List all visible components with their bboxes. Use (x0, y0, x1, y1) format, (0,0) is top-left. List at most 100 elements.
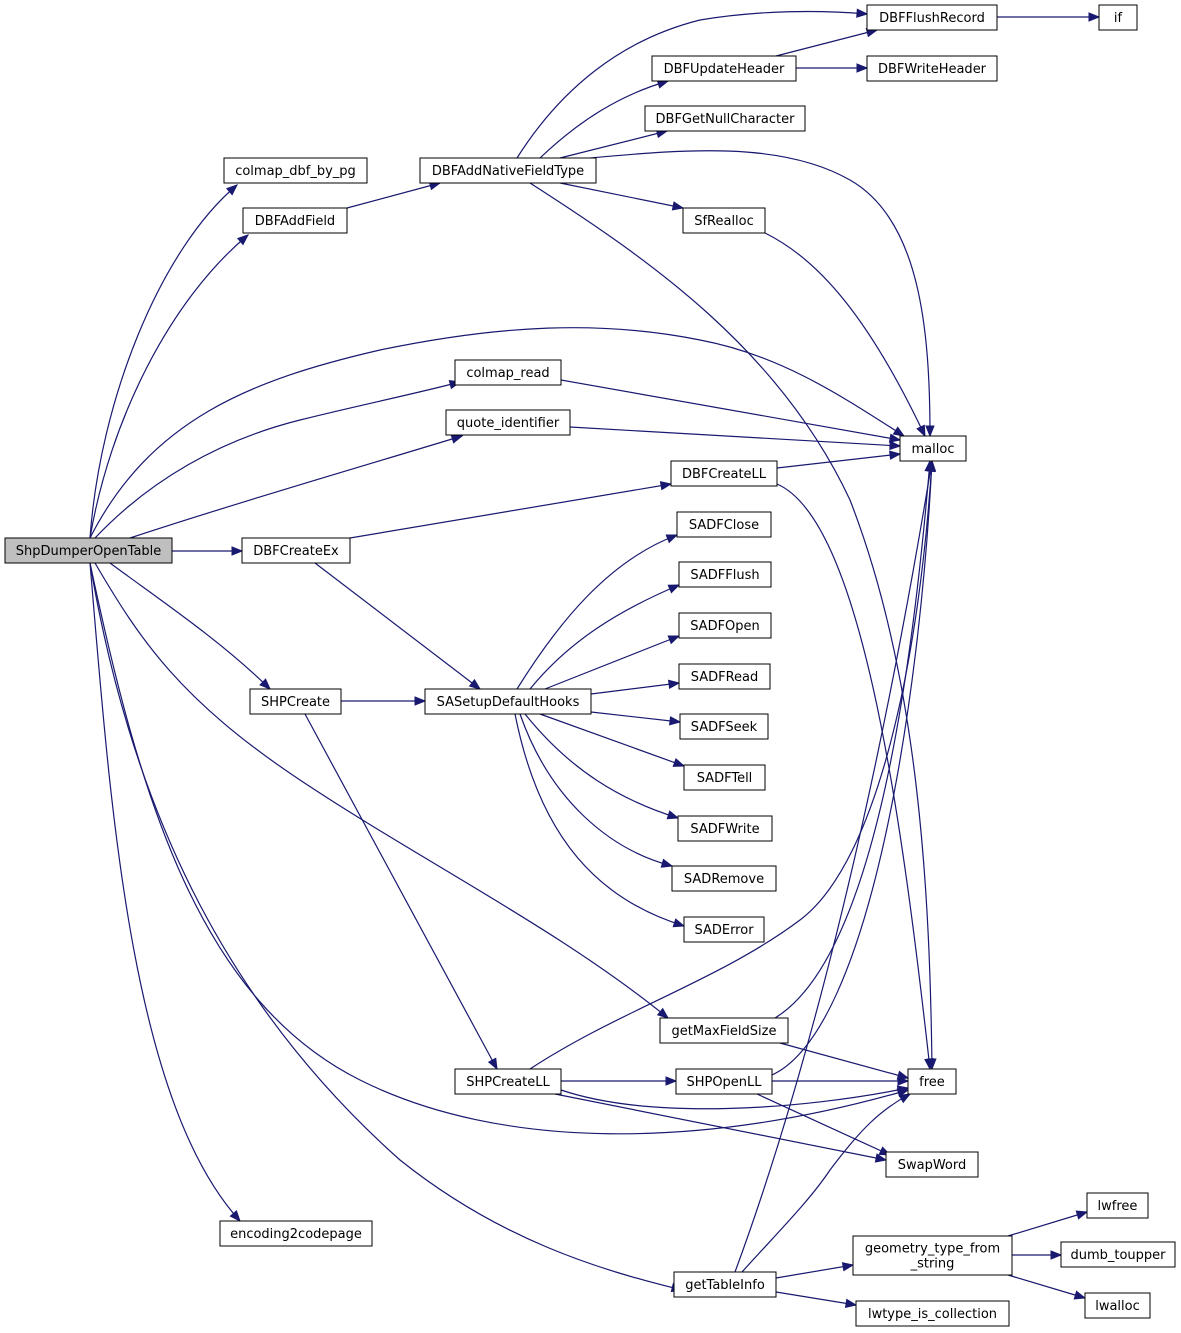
node-box[interactable] (683, 916, 765, 943)
node-colmap_dbf_by_pg[interactable]: colmap_dbf_by_pg (223, 157, 368, 184)
node-SHPOpenLL[interactable]: SHPOpenLL (675, 1068, 773, 1095)
node-box[interactable] (679, 713, 769, 740)
node-box[interactable] (675, 1068, 773, 1095)
node-SADFOpen[interactable]: SADFOpen (678, 612, 772, 639)
edge-line (590, 711, 681, 723)
edge-arrowhead (660, 858, 674, 868)
edge-line (554, 1093, 887, 1161)
node-box[interactable] (644, 105, 806, 132)
edge-arrowhead (468, 678, 482, 690)
edge-line (519, 713, 673, 867)
node-ShpDumperOpenTable[interactable]: ShpDumperOpenTable (4, 537, 173, 564)
node-quote_identifier[interactable]: quote_identifier (445, 409, 571, 436)
edge-ShpDumperOpenTable-to-getTableInfo (89, 562, 684, 1293)
node-SADFFlush[interactable]: SADFFlush (678, 561, 772, 588)
edge-arrowhead (896, 1085, 910, 1095)
node-DBFCreateLL[interactable]: DBFCreateLL (670, 460, 778, 487)
node-box[interactable] (678, 612, 772, 639)
node-box[interactable] (678, 663, 771, 690)
node-geometry_type_from_string[interactable]: geometry_type_from_string (852, 1235, 1013, 1276)
node-free[interactable]: free (907, 1068, 957, 1095)
edge-arrowhead (925, 425, 935, 438)
node-box[interactable] (419, 157, 597, 184)
node-box[interactable] (219, 1220, 373, 1247)
edge-line (1007, 1274, 1086, 1299)
node-box[interactable] (899, 435, 967, 462)
node-lwalloc[interactable]: lwalloc (1084, 1292, 1151, 1319)
node-box[interactable] (1098, 4, 1138, 31)
node-getMaxFieldSize[interactable]: getMaxFieldSize (659, 1017, 789, 1044)
node-DBFCreateEx[interactable]: DBFCreateEx (241, 537, 351, 564)
node-DBFUpdateHeader[interactable]: DBFUpdateHeader (651, 55, 797, 82)
node-box[interactable] (1060, 1241, 1176, 1268)
node-DBFWriteHeader[interactable]: DBFWriteHeader (866, 55, 998, 82)
node-box[interactable] (866, 4, 998, 31)
node-colmap_read[interactable]: colmap_read (454, 359, 562, 386)
node-SHPCreateLL[interactable]: SHPCreateLL (454, 1068, 562, 1095)
node-box[interactable] (424, 688, 592, 715)
node-box[interactable] (885, 1151, 979, 1178)
node-box[interactable] (4, 537, 173, 564)
node-SASetupDefaultHooks[interactable]: SASetupDefaultHooks (424, 688, 592, 715)
node-SADRemove[interactable]: SADRemove (671, 865, 777, 892)
node-box[interactable] (676, 511, 772, 538)
node-label: SHPOpenLL (686, 1075, 762, 1090)
node-box[interactable] (1084, 1292, 1151, 1319)
node-box[interactable] (651, 55, 797, 82)
node-box[interactable] (241, 537, 351, 564)
node-label: malloc (912, 442, 955, 457)
node-box[interactable] (223, 157, 368, 184)
node-malloc[interactable]: malloc (899, 435, 967, 462)
node-lwfree[interactable]: lwfree (1086, 1192, 1149, 1219)
node-box[interactable] (683, 764, 766, 791)
node-box[interactable] (677, 815, 773, 842)
edge-arrowhead (856, 63, 869, 73)
node-box[interactable] (445, 409, 571, 436)
node-box[interactable] (1086, 1192, 1149, 1219)
node-box[interactable] (242, 207, 348, 234)
node-encoding2codepage[interactable]: encoding2codepage (219, 1220, 373, 1247)
node-SADFSeek[interactable]: SADFSeek (679, 713, 769, 740)
edge-getMaxFieldSize-to-free (779, 1042, 910, 1080)
node-box[interactable] (659, 1017, 789, 1044)
node-SADFRead[interactable]: SADFRead (678, 663, 771, 690)
node-SHPCreate[interactable]: SHPCreate (249, 688, 342, 715)
node-SADFTell[interactable]: SADFTell (683, 764, 766, 791)
node-box[interactable] (682, 207, 766, 234)
node-SADFWrite[interactable]: SADFWrite (677, 815, 773, 842)
node-getTableInfo[interactable]: getTableInfo (673, 1271, 777, 1298)
node-SwapWord[interactable]: SwapWord (885, 1151, 979, 1178)
edge-DBFCreateLL-to-malloc (776, 450, 902, 469)
edge-line (529, 182, 933, 1070)
edge-ShpDumperOpenTable-to-SHPCreate (109, 562, 271, 690)
node-label: DBFCreateEx (253, 544, 339, 559)
edge-arrowhead (236, 234, 250, 246)
node-dumb_toupper[interactable]: dumb_toupper (1060, 1241, 1176, 1268)
node-SfRealloc[interactable]: SfRealloc (682, 207, 766, 234)
node-DBFGetNullCharacter[interactable]: DBFGetNullCharacter (644, 105, 806, 132)
node-DBFAddNativeFieldType[interactable]: DBFAddNativeFieldType (419, 157, 597, 184)
node-box[interactable] (866, 55, 998, 82)
node-label: lwtype_is_collection (868, 1307, 997, 1322)
node-box[interactable] (670, 460, 778, 487)
node-DBFAddField[interactable]: DBFAddField (242, 207, 348, 234)
node-box[interactable] (855, 1300, 1010, 1327)
node-box[interactable] (671, 865, 777, 892)
node-box[interactable] (678, 561, 772, 588)
node-box[interactable] (907, 1068, 957, 1095)
node-SADFClose[interactable]: SADFClose (676, 511, 772, 538)
edge-line (764, 232, 926, 437)
edge-DBFFlushRecord-to-if (997, 12, 1101, 22)
node-DBFFlushRecord[interactable]: DBFFlushRecord (866, 4, 998, 31)
node-box[interactable] (249, 688, 342, 715)
node-lwtype_is_collection[interactable]: lwtype_is_collection (855, 1300, 1010, 1327)
edge-ShpDumperOpenTable-to-colmap_dbf_by_pg (89, 184, 239, 539)
node-box[interactable] (454, 1068, 562, 1095)
node-box[interactable] (454, 359, 562, 386)
node-box[interactable] (852, 1235, 1013, 1276)
node-box[interactable] (673, 1271, 777, 1298)
edge-SASetupDefaultHooks-to-SADFFlush (529, 584, 681, 690)
node-SADError[interactable]: SADError (683, 916, 765, 943)
node-if[interactable]: if (1098, 4, 1138, 31)
